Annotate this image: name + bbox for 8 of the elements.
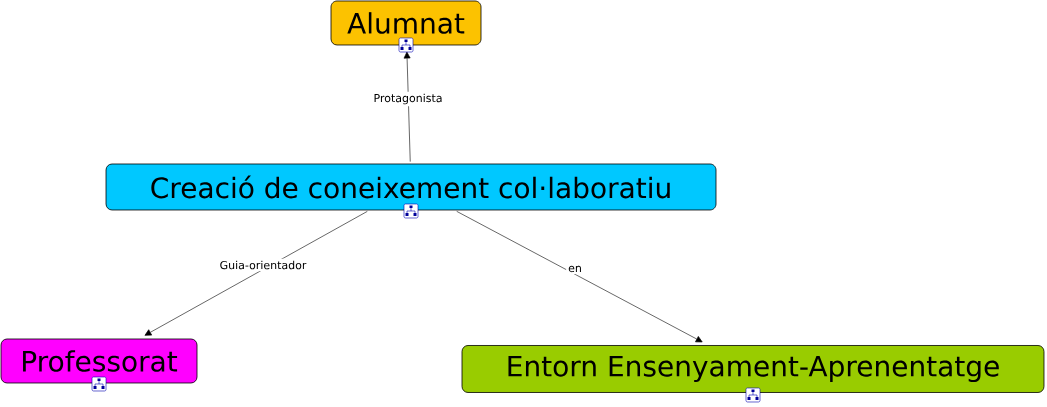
concept-box: Alumnat xyxy=(330,0,482,46)
arrow xyxy=(403,51,411,162)
arrow xyxy=(144,211,368,336)
arrow xyxy=(456,211,703,343)
edge-label: en xyxy=(566,263,584,275)
concept-box: Entorn Ensenyament-Aprenentatge xyxy=(461,345,1045,393)
concept-box: Professorat xyxy=(0,338,198,384)
concept-box: Creació de coneixement col·laboratiu xyxy=(105,163,717,211)
